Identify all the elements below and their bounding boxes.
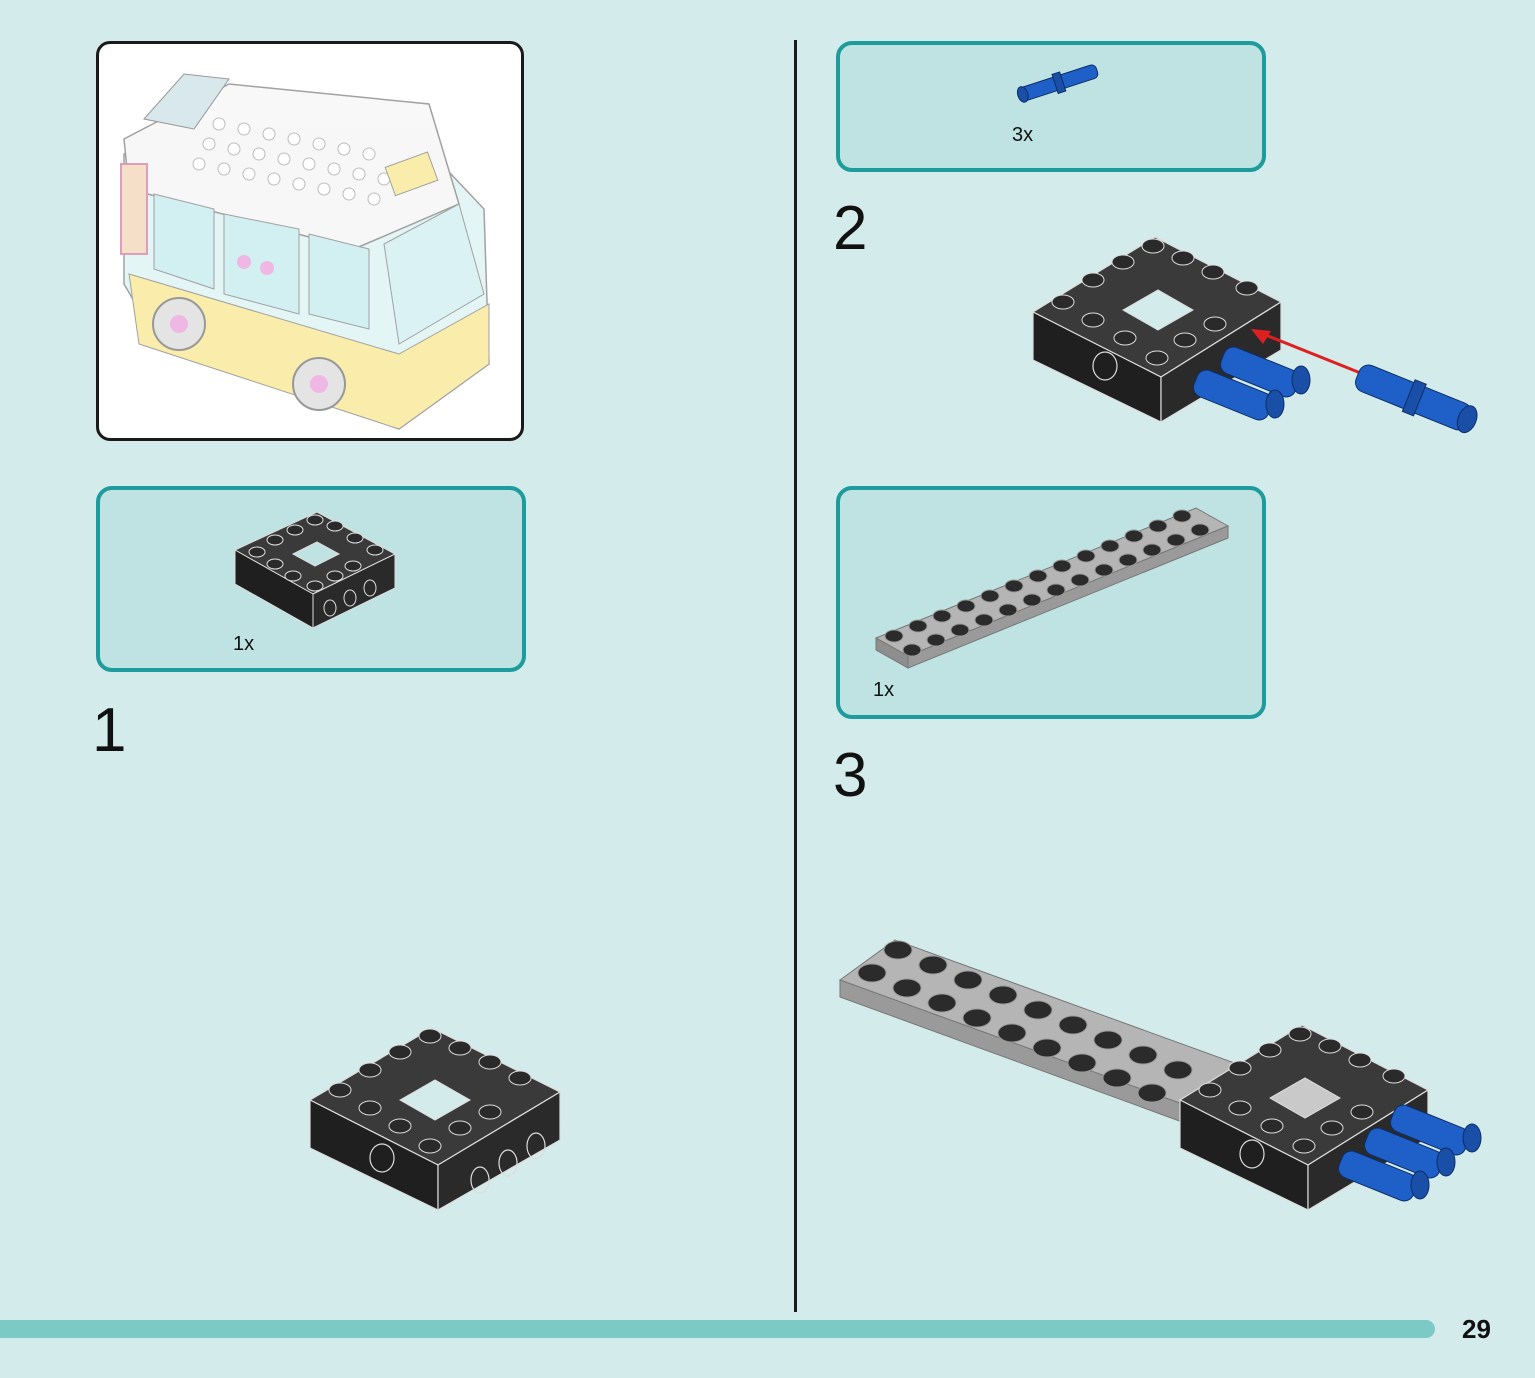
parts-box-step-2: 3x bbox=[836, 41, 1266, 172]
page-number: 29 bbox=[1462, 1314, 1491, 1344]
parts-box-step-3: 1x bbox=[836, 486, 1266, 719]
step-3-assembly-illustration bbox=[838, 939, 1482, 1212]
step-number: 3 bbox=[833, 741, 868, 810]
frame-brick-part-icon bbox=[233, 511, 397, 629]
progress-bar bbox=[0, 1320, 1435, 1338]
parts-quantity: 1x bbox=[873, 679, 895, 701]
step-number: 1 bbox=[92, 696, 127, 765]
bus-model-illustration bbox=[120, 73, 490, 430]
blue-pin-part-icon bbox=[1016, 64, 1099, 103]
parts-quantity: 3x bbox=[1012, 124, 1034, 146]
step-1-assembly-illustration bbox=[308, 1027, 562, 1212]
parts-quantity: 1x bbox=[233, 633, 255, 655]
parts-box-step-1: 1x bbox=[96, 486, 526, 672]
column-divider bbox=[794, 40, 797, 1312]
step-number: 2 bbox=[833, 194, 868, 263]
gray-plate-part-icon bbox=[874, 507, 1230, 669]
model-preview-box bbox=[96, 41, 524, 441]
step-2-assembly-illustration bbox=[1031, 236, 1478, 434]
